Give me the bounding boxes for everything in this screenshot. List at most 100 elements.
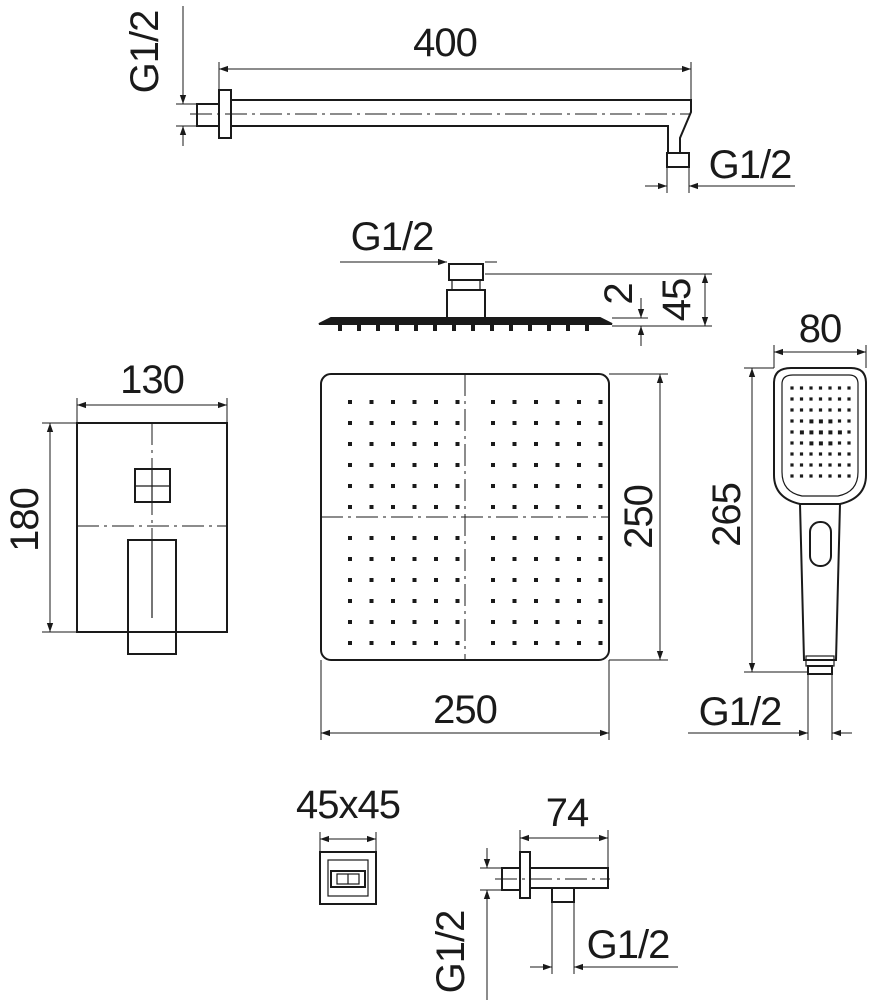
nozzle-dot xyxy=(412,620,417,624)
nozzle-dot xyxy=(577,641,581,645)
nozzle-dot xyxy=(598,421,603,425)
hand-nozzle-dot xyxy=(799,419,804,423)
nozzle-dot xyxy=(455,505,460,509)
nozzle-dot xyxy=(512,400,517,404)
hand-nozzle-dot xyxy=(847,474,851,478)
nozzle-dot xyxy=(555,484,560,488)
hand-nozzle-dot xyxy=(799,430,804,435)
nozzle-dot xyxy=(512,536,517,540)
nozzle-dot xyxy=(412,641,417,645)
nozzle-dot xyxy=(598,463,603,467)
hand-shower-width-label: 80 xyxy=(799,307,842,351)
nozzle-dot xyxy=(491,557,495,561)
hand-nozzle-dot xyxy=(818,408,823,412)
nozzle-dot xyxy=(434,536,438,540)
nozzle-dot xyxy=(491,536,495,540)
nozzle-dot xyxy=(577,400,581,404)
hand-nozzle-dot xyxy=(847,397,851,401)
nozzle-dot xyxy=(455,421,460,425)
nozzle-dot xyxy=(412,463,417,467)
nozzle-dot xyxy=(577,557,581,561)
hand-nozzle-dot xyxy=(799,452,804,456)
nozzle-dot xyxy=(434,620,438,624)
nozzle-dot xyxy=(391,599,395,603)
hand-nozzle-dot xyxy=(828,463,832,467)
shower-head-profile-drawing: G1/2 45 2 xyxy=(318,215,712,346)
hand-nozzle-dot xyxy=(828,397,832,401)
nozzle-dot xyxy=(512,463,517,467)
hand-nozzle-dot xyxy=(828,408,832,412)
nozzle-dot xyxy=(555,578,560,582)
nozzle-dot xyxy=(491,421,495,425)
nozzle-dot xyxy=(391,536,395,540)
nozzle-dot xyxy=(348,599,352,603)
hand-nozzle-dot xyxy=(790,430,794,434)
nozzle-dot xyxy=(455,442,460,446)
nozzle-tip xyxy=(585,325,589,331)
nozzle-dot xyxy=(512,557,517,561)
hand-nozzle-dot xyxy=(837,474,842,478)
hand-nozzle-dot xyxy=(809,419,814,424)
hand-nozzle-dot xyxy=(818,419,823,424)
hand-nozzle-dot xyxy=(799,474,804,478)
nozzle-dot xyxy=(577,421,581,425)
nozzle-tip xyxy=(414,325,418,331)
hand-nozzle-dot xyxy=(847,386,851,390)
nozzle-dot xyxy=(348,620,352,624)
hand-nozzle-dot xyxy=(828,419,833,424)
hand-nozzle-dot xyxy=(837,463,842,467)
shower-arm-length-label: 400 xyxy=(413,21,477,65)
nozzle-dot xyxy=(348,463,352,467)
nozzle-dot xyxy=(555,505,560,509)
nozzle-dot xyxy=(391,620,395,624)
nozzle-dot xyxy=(369,620,374,624)
nozzle-dot xyxy=(369,463,374,467)
nozzle-dot xyxy=(391,641,395,645)
hand-nozzle-dot xyxy=(790,452,794,456)
nozzle-dot xyxy=(434,505,438,509)
nozzle-dot xyxy=(455,599,460,603)
nozzle-dot xyxy=(491,578,495,582)
nozzle-tip xyxy=(471,325,475,331)
hand-nozzle-dot xyxy=(847,408,851,412)
head-face-width-label: 250 xyxy=(433,688,497,732)
nozzle-dot xyxy=(577,442,581,446)
nozzle-dot xyxy=(348,442,352,446)
nozzle-dot xyxy=(391,463,395,467)
nozzle-dot xyxy=(491,620,495,624)
shower-arm-drawing: 400 G1/2 G1/2 xyxy=(123,6,795,193)
nozzle-dot xyxy=(412,505,417,509)
nozzle-dot xyxy=(369,484,374,488)
hand-nozzle-dot xyxy=(837,441,842,445)
nozzle-dot xyxy=(434,484,438,488)
hand-nozzle-dot xyxy=(809,474,813,478)
nozzle-tip xyxy=(338,325,342,331)
nozzle-dot xyxy=(391,557,395,561)
hand-nozzle-dot xyxy=(809,430,814,435)
nozzle-dot xyxy=(348,578,352,582)
nozzle-dot xyxy=(598,536,603,540)
nozzle-dot xyxy=(577,599,581,603)
nozzle-dot xyxy=(348,641,352,645)
nozzle-tip xyxy=(452,325,456,331)
nozzle-dot xyxy=(369,536,374,540)
nozzle-tip xyxy=(395,325,399,331)
hand-nozzle-dot xyxy=(799,397,804,401)
hand-shower-drawing: 80 265 G1/2 xyxy=(688,307,867,740)
hand-nozzle-dot xyxy=(809,408,813,412)
nozzle-dot xyxy=(434,463,438,467)
nozzle-dot xyxy=(534,557,538,561)
nozzle-dot xyxy=(412,400,417,404)
nozzle-dot xyxy=(434,578,438,582)
nozzle-dot xyxy=(512,442,517,446)
hand-nozzle-dot xyxy=(828,452,832,456)
nozzle-dot xyxy=(577,620,581,624)
nozzle-dot xyxy=(369,421,374,425)
nozzle-dot xyxy=(369,442,374,446)
hand-nozzle-dot xyxy=(818,430,823,435)
nozzle-dot xyxy=(534,463,538,467)
nozzle-dot xyxy=(455,620,460,624)
hand-nozzle-dot xyxy=(818,386,823,390)
nozzle-tip xyxy=(566,325,570,331)
nozzle-dot xyxy=(512,599,517,603)
